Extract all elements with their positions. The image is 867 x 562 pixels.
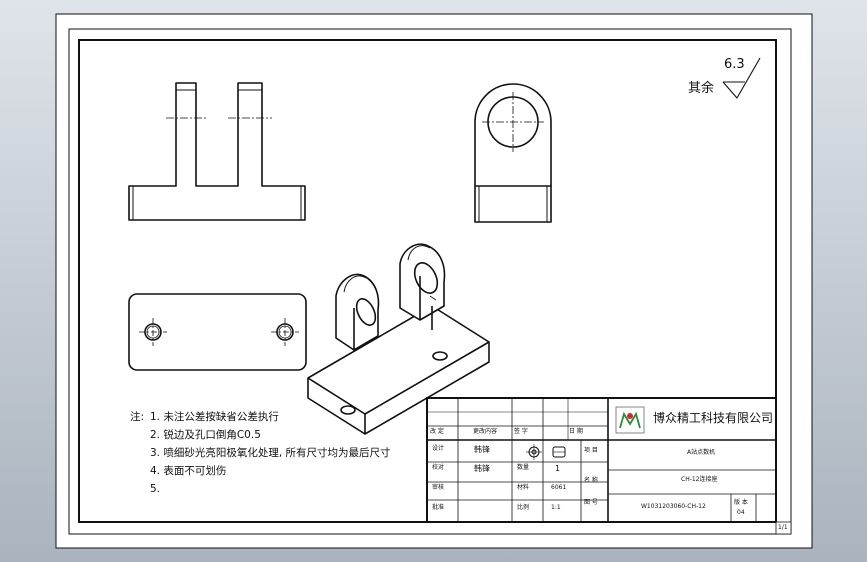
- notes-title: 注:: [130, 411, 145, 423]
- projection-symbol: [526, 444, 566, 460]
- approve2-label: 批准: [432, 504, 445, 511]
- change-label: 改 定: [430, 428, 444, 435]
- company-logo: [615, 406, 645, 434]
- approve-label: 审核: [432, 484, 445, 491]
- note-item: 5.: [150, 483, 161, 495]
- scale-value: 1:1: [551, 504, 561, 511]
- drawing-no-label: 图 号: [584, 499, 598, 506]
- material-value: 6061: [551, 484, 567, 491]
- side-view: [474, 83, 552, 223]
- project-value: A站点数机: [687, 449, 716, 456]
- scale-label: 比例: [517, 504, 530, 511]
- company-name: 博众精工科技有限公司: [653, 411, 774, 425]
- change-content-label: 更改内容: [473, 428, 498, 435]
- part-name-value: CH-12连接座: [681, 476, 718, 483]
- design-label: 设计: [432, 445, 445, 452]
- title-block: 改 定 更改内容 签 字 日 期 设计 韩锋 校对 韩锋 数量 1 审核 材料 …: [427, 398, 788, 531]
- surface-finish-prefix: 其余: [688, 81, 715, 96]
- project-label: 项 目: [584, 447, 598, 454]
- note-item: 1. 未注公差按缺省公差执行: [150, 411, 279, 423]
- drawing-number-value: W1031203060-CH-12: [641, 503, 706, 510]
- count-value: 1: [555, 464, 561, 473]
- front-view: [128, 82, 306, 221]
- version-value: 04: [737, 509, 745, 516]
- designer-name: 韩锋: [474, 445, 490, 454]
- name-label: 名 称: [584, 477, 598, 484]
- top-view: [128, 293, 307, 371]
- sheet-number: 1/1: [778, 524, 788, 531]
- sign-label: 签 字: [514, 428, 528, 435]
- surface-finish-symbol: [722, 57, 761, 99]
- material-label: 材料: [517, 484, 530, 491]
- note-item: 4. 表面不可划伤: [150, 465, 227, 477]
- sheet-number-box: [775, 521, 792, 535]
- checker-name: 韩锋: [474, 464, 490, 473]
- isometric-view: [307, 243, 490, 435]
- check-label: 校对: [432, 464, 445, 471]
- surface-finish-value: 6.3: [724, 57, 745, 72]
- inner-border: [68, 28, 792, 535]
- note-item: 3. 喷细砂光亮阳极氧化处理, 所有尺寸均为最后尺寸: [150, 447, 391, 459]
- technical-notes: 注: 1. 未注公差按缺省公差执行 2. 锐边及孔口倒角C0.5 3. 喷细砂光…: [130, 408, 391, 498]
- count-label: 数量: [517, 464, 530, 471]
- title-block-grid: [426, 397, 777, 523]
- note-item: 2. 锐边及孔口倒角C0.5: [150, 429, 261, 441]
- version-label: 版 本: [734, 499, 748, 506]
- date-label: 日 期: [569, 428, 583, 435]
